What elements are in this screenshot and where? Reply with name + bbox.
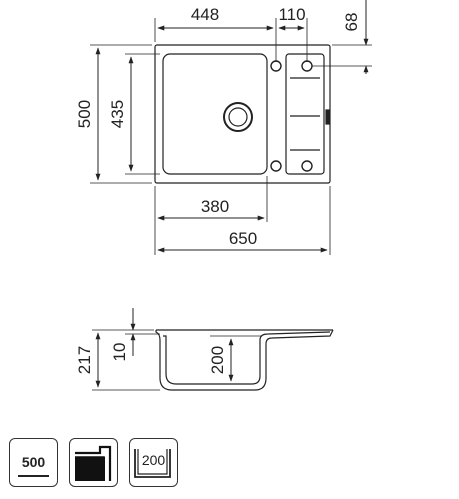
top-view [90, 0, 372, 255]
overflow-slot [325, 109, 330, 125]
dim-label-110: 110 [278, 5, 305, 24]
cabinet-size-icon: 500 [9, 438, 58, 487]
flush-mount-icon [69, 438, 118, 487]
bowl-section-inner [163, 331, 331, 385]
bowl-depth-label: 200 [141, 452, 166, 468]
cabinet-size-label: 500 [21, 454, 46, 470]
section-view [92, 308, 334, 391]
tap-hole [270, 160, 282, 172]
dim-label-217: 217 [75, 346, 94, 374]
dim-label-380: 380 [201, 197, 229, 216]
drain-outer-circle [223, 102, 253, 132]
dim-label-435: 435 [108, 100, 127, 128]
dim-label-500: 500 [75, 100, 94, 128]
tap-hole [301, 60, 313, 72]
sink-outline [154, 44, 331, 184]
dim-label-200: 200 [208, 346, 227, 374]
tap-hole [270, 60, 282, 72]
dim-label-650: 650 [229, 229, 257, 248]
tap-hole [301, 160, 313, 172]
dim-label-68: 68 [342, 13, 361, 32]
bowl-outline [162, 53, 268, 175]
drainer-outline [285, 53, 325, 175]
bowl-depth-icon: 200 [129, 438, 178, 487]
dim-label-10: 10 [110, 343, 129, 362]
dim-label-448: 448 [191, 5, 219, 24]
bowl-section-outer [155, 329, 334, 391]
drain-inner-circle [228, 107, 248, 127]
